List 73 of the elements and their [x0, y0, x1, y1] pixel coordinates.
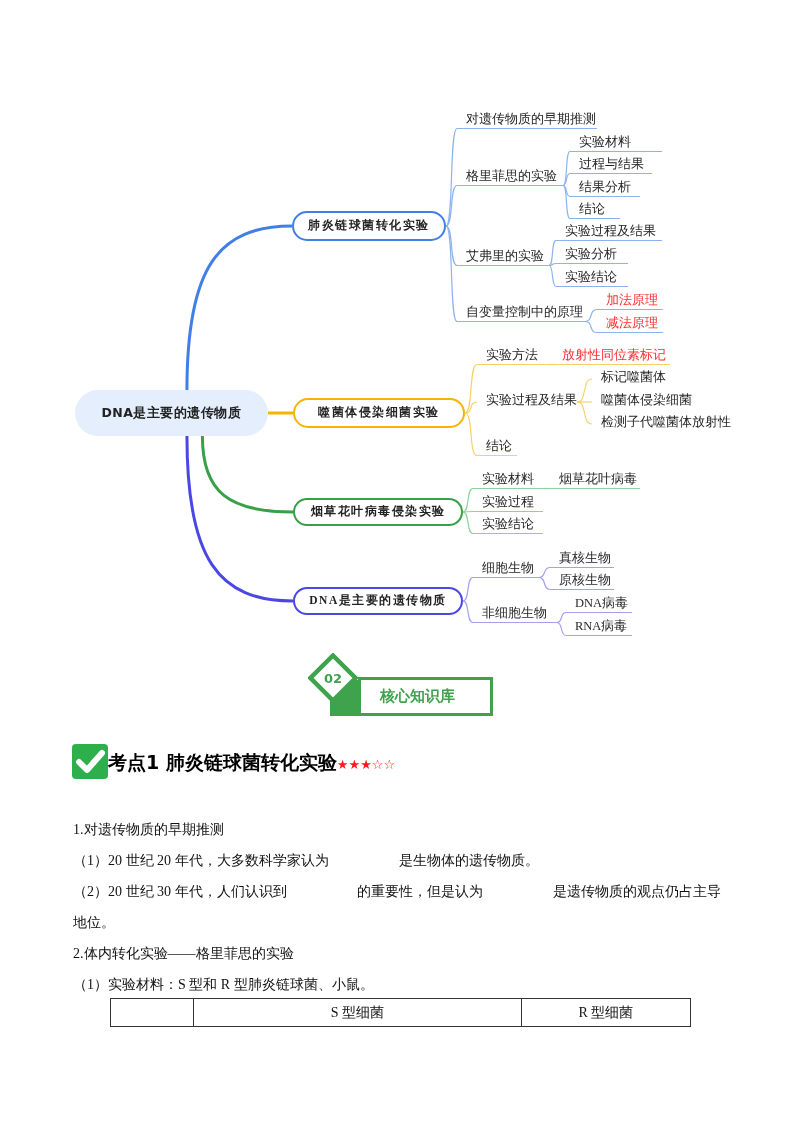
branch-line	[556, 621, 567, 637]
branch-line	[576, 401, 593, 425]
branch-line	[556, 611, 567, 624]
branch-line	[445, 225, 458, 267]
branch-line	[538, 566, 551, 579]
branch-line	[464, 401, 478, 414]
body-paragraph: （1）20 世纪 20 年代，大多数科学家认为 是生物体的遗传物质。	[73, 852, 540, 870]
subtopic-label: 格里菲思的实验	[457, 167, 563, 186]
branch-line	[185, 435, 294, 603]
branch-line	[562, 172, 571, 187]
table-header-cell: R 型细菌	[521, 998, 691, 1027]
branch-line	[562, 184, 571, 198]
section-subheading: 1.对遗传物质的早期推测	[73, 821, 225, 839]
branch-topic: DNA是主要的遗传物质	[293, 587, 463, 615]
subtopic-label: 放射性同位素标记	[555, 346, 670, 365]
branch-line	[562, 150, 571, 187]
branch-topic: 烟草花叶病毒侵染实验	[293, 498, 463, 526]
subtopic-label: 实验结论	[473, 515, 543, 534]
subtopic-label: 真核生物	[550, 549, 614, 568]
subtopic-label: 原核生物	[550, 571, 614, 590]
subtopic-label: 自变量控制中的原理	[457, 303, 585, 322]
branch-line	[548, 264, 557, 288]
subtopic-label: 实验分析	[556, 245, 628, 264]
subtopic-label: 实验材料	[473, 470, 543, 489]
subtopic-label: 实验过程及结果	[477, 391, 577, 410]
branch-line	[546, 363, 556, 366]
subtopic-label: 结论	[570, 200, 620, 219]
branch-line	[185, 224, 293, 391]
branch-line	[576, 401, 593, 403]
subtopic-label: 实验方法	[477, 346, 547, 365]
branch-line	[464, 412, 478, 457]
subtopic-label: 减法原理	[597, 314, 663, 333]
section-subheading: 2.体内转化实验——格里菲思的实验	[73, 945, 295, 963]
subtopic-label: RNA病毒	[566, 617, 632, 636]
branch-line	[548, 239, 557, 267]
subtopic-label: 加法原理	[597, 291, 663, 310]
branch-line	[584, 308, 598, 323]
subtopic-label: 实验材料	[570, 133, 662, 152]
branch-topic: 肺炎链球菌转化实验	[292, 211, 446, 241]
subtopic-label: 非细胞生物	[473, 604, 557, 623]
branch-line	[464, 363, 478, 414]
body-paragraph: （2）20 世纪 30 年代，人们认识到 的重要性，但是认为 是遗传物质的观点仍占主导地位。	[73, 883, 722, 932]
body-paragraph: （1）实验材料：S 型和 R 型肺炎链球菌、小鼠。	[73, 976, 375, 994]
subtopic-label: 实验过程	[473, 493, 543, 512]
rating-stars: ★★★☆☆	[336, 756, 396, 774]
subtopic-label: DNA病毒	[566, 594, 632, 613]
branch-line	[268, 411, 293, 415]
subtopic-label: 结论	[477, 437, 517, 456]
branch-line	[462, 600, 474, 624]
subtopic-label: 检测子代噬菌体放射性	[592, 413, 732, 432]
subtopic-label: 实验过程及结果	[556, 222, 662, 241]
subtopic-label: 过程与结果	[570, 155, 652, 174]
subtopic-label: 烟草花叶病毒	[550, 470, 640, 489]
subtopic-label: 结果分析	[570, 178, 640, 197]
branch-line	[548, 262, 557, 267]
section-heading: 考点1 肺炎链球菌转化实验	[108, 749, 337, 775]
branch-line	[462, 511, 474, 535]
subtopic-label: 对遗传物质的早期推测	[457, 110, 597, 129]
branch-line	[200, 435, 294, 514]
branch-line	[562, 184, 571, 220]
branch-line	[584, 320, 598, 334]
branch-line	[538, 576, 551, 591]
branch-line	[445, 184, 458, 227]
subtopic-label: 细胞生物	[473, 559, 539, 578]
subtopic-label: 艾弗里的实验	[457, 247, 549, 266]
branch-line	[462, 487, 474, 513]
branch-line	[542, 487, 551, 490]
table-header-cell: S 型细菌	[193, 998, 522, 1027]
subtopic-label: 实验结论	[556, 268, 628, 287]
subtopic-label: 噬菌体侵染细菌	[592, 391, 692, 410]
branch-topic: 噬菌体侵染细菌实验	[293, 398, 465, 428]
branch-line	[462, 576, 474, 602]
root-topic: DNA是主要的遗传物质	[75, 390, 268, 436]
